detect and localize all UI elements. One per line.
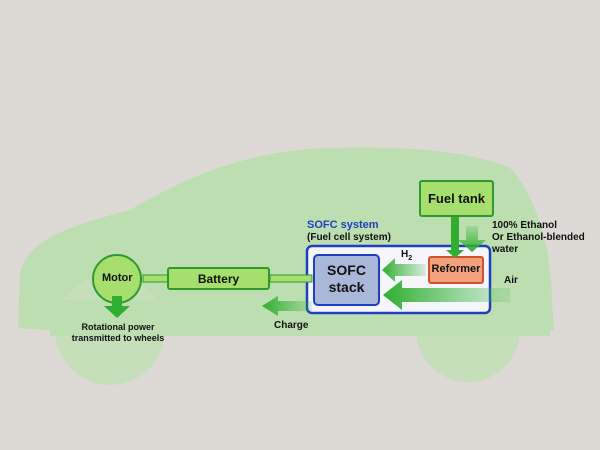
motor-battery-connector — [142, 274, 170, 283]
sofc-stack-label-line1: SOFC — [327, 262, 366, 278]
sofc-system-subtitle: (Fuel cell system) — [307, 232, 391, 243]
fuel-type-line2: Or Ethanol-blended — [492, 232, 585, 243]
fuel-tank-box: Fuel tank — [419, 180, 494, 217]
fuel-type-line3: water — [492, 244, 519, 255]
battery-stack-connector — [269, 274, 313, 283]
ethanol-input-arrow — [458, 226, 486, 252]
sofc-stack-label: SOFC stack — [314, 262, 379, 296]
sofc-stack-box — [313, 254, 380, 306]
wheels-note: Rotational power transmitted to wheels — [70, 322, 166, 344]
h2-label: H2 — [401, 249, 412, 263]
charge-arrow — [262, 296, 312, 316]
motor-label: Motor — [102, 272, 133, 284]
motor-to-wheels-arrow — [104, 296, 130, 318]
wheels-note-line1: Rotational power — [81, 322, 155, 332]
fuel-type-note: 100% Ethanol Or Ethanol-blended water — [492, 220, 585, 256]
h2-label-main: H — [401, 249, 409, 260]
air-label: Air — [504, 275, 518, 286]
battery-box: Battery — [167, 267, 270, 290]
sofc-stack-label-line2: stack — [328, 279, 365, 295]
wheels-note-line2: transmitted to wheels — [71, 333, 165, 343]
h2-arrow — [382, 258, 426, 282]
charge-label: Charge — [274, 320, 309, 331]
fuel-to-reformer-arrow — [446, 210, 464, 258]
sofc-system-title: SOFC system — [307, 219, 379, 231]
air-arrow — [383, 280, 510, 310]
fuel-tank-label: Fuel tank — [427, 191, 486, 206]
h2-label-subscript: 2 — [408, 255, 413, 262]
reformer-label: Reformer — [431, 263, 481, 275]
battery-label: Battery — [197, 271, 240, 286]
fuel-type-line1: 100% Ethanol — [492, 220, 558, 231]
